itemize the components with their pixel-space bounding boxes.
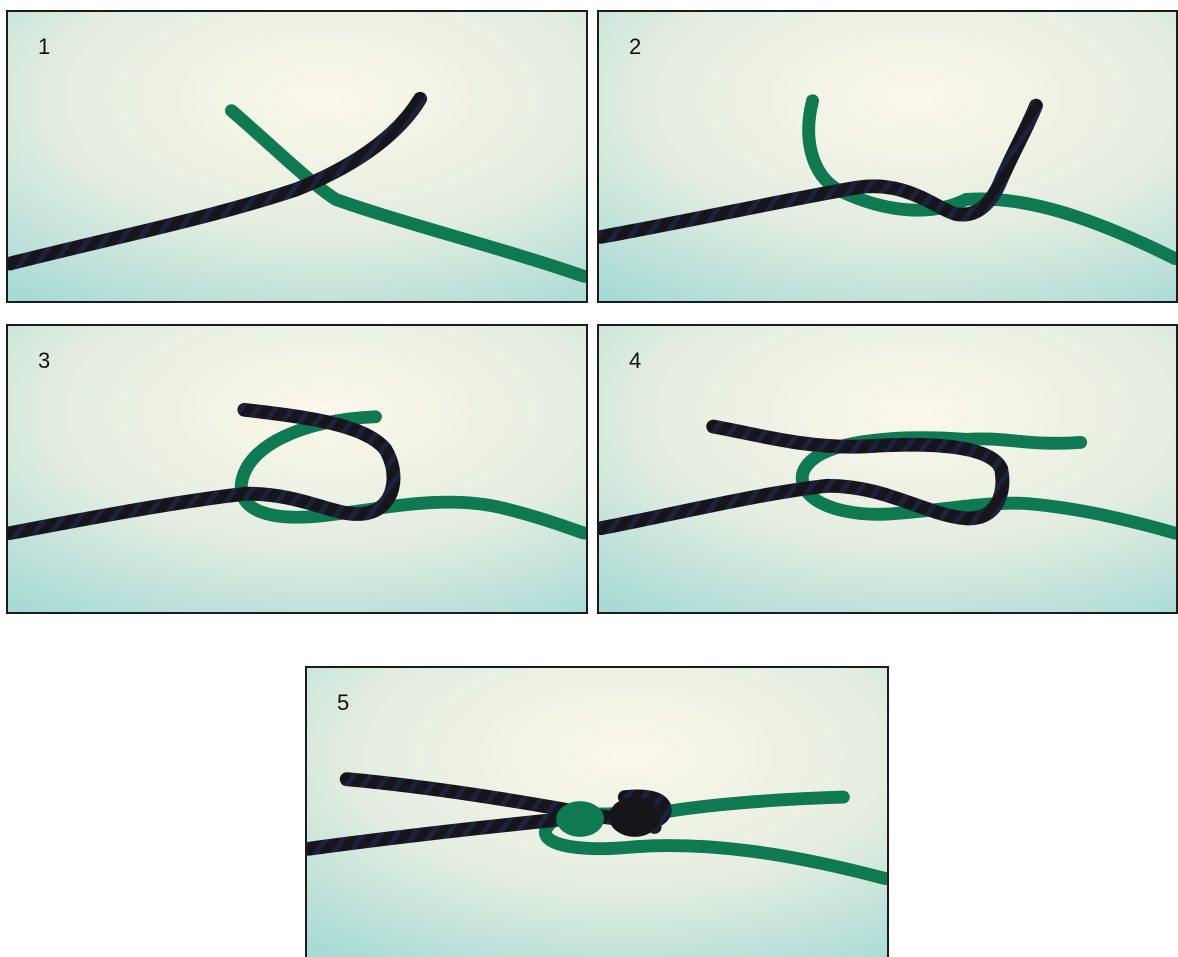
step-number: 1 <box>38 34 50 60</box>
step-3-panel: 3 <box>6 324 588 614</box>
step-5-photo <box>307 668 887 957</box>
step-2-photo <box>599 12 1176 301</box>
step-number: 2 <box>629 34 641 60</box>
step-5-panel: 5 <box>305 666 889 957</box>
step-number: 3 <box>38 348 50 374</box>
step-number: 5 <box>337 690 349 716</box>
step-2-panel: 2 <box>597 10 1178 303</box>
step-4-panel: 4 <box>597 324 1178 614</box>
step-4-photo <box>599 326 1176 612</box>
step-number: 4 <box>629 348 641 374</box>
step-1-photo <box>8 12 586 301</box>
step-1-panel: 1 <box>6 10 588 303</box>
step-3-photo <box>8 326 586 612</box>
